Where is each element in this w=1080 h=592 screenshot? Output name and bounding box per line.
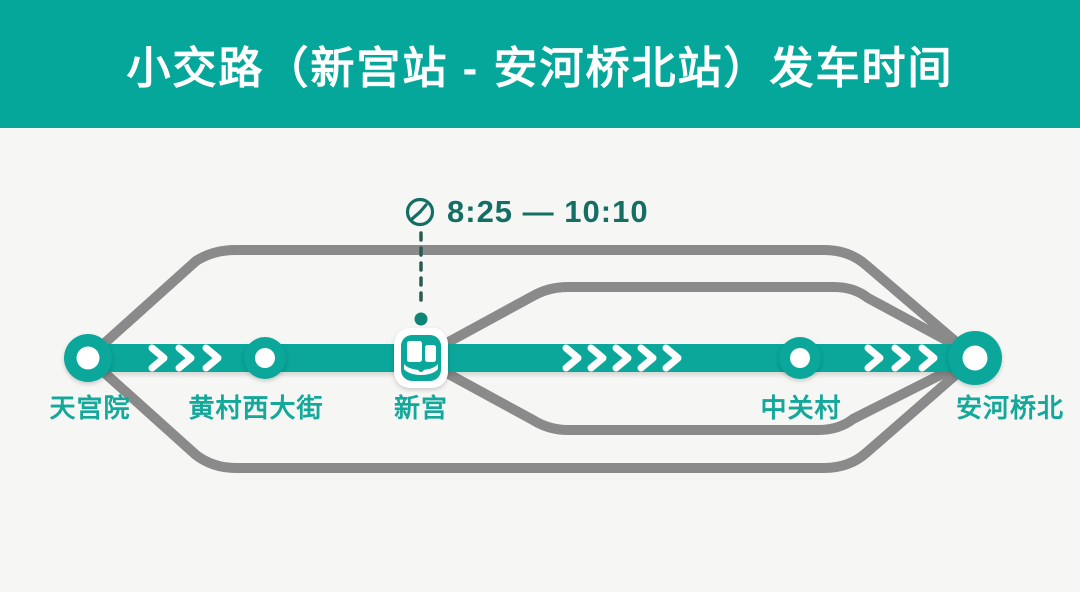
- chevron-icon: [175, 344, 195, 372]
- train-icon: [401, 335, 441, 381]
- chevron-icon: [612, 344, 632, 372]
- annotation-anchor-dot: [414, 312, 428, 326]
- header-banner: 小交路（新宫站 - 安河桥北站）发车时间: [0, 0, 1080, 128]
- chevron-icon: [587, 344, 607, 372]
- bypass-outer-top: [83, 245, 980, 363]
- bypass-outer-bottom: [83, 353, 980, 473]
- station-label-zhongguancun: 中关村: [760, 393, 842, 423]
- page-title: 小交路（新宫站 - 安河桥北站）发车时间: [126, 44, 954, 93]
- station-marker-tiangongyuan: [64, 334, 112, 382]
- station-marker-anheqiaobei: [948, 331, 1002, 385]
- station-marker-huangcunxidajie: [244, 337, 286, 379]
- chevron-icon: [891, 344, 911, 372]
- chevron-icon: [864, 344, 884, 372]
- chevron-icon: [662, 344, 682, 372]
- chevron-icon: [918, 344, 938, 372]
- chevron-icon: [148, 344, 168, 372]
- direction-chevrons: [148, 344, 938, 372]
- departure-time-range: 8:25 — 10:10: [447, 194, 649, 229]
- chevron-icon: [637, 344, 657, 372]
- station-label-xingong: 新宫: [393, 393, 449, 423]
- bypass-loop-inner: [427, 282, 975, 435]
- station-label-anheqiaobei: 安河桥北: [955, 393, 1065, 423]
- station-marker-zhongguancun: [779, 337, 821, 379]
- bypass-inner-top: [427, 282, 975, 358]
- chevron-icon: [562, 344, 582, 372]
- bypass-loop-outer: [83, 245, 980, 473]
- clock-icon: [405, 197, 435, 227]
- station-label-tiangongyuan: 天宫院: [49, 393, 131, 423]
- bypass-inner-bottom: [427, 357, 971, 435]
- chevron-icon: [202, 344, 222, 372]
- xingong-train-badge: [394, 328, 448, 388]
- station-label-huangcunxidajie: 黄村西大街: [188, 393, 324, 423]
